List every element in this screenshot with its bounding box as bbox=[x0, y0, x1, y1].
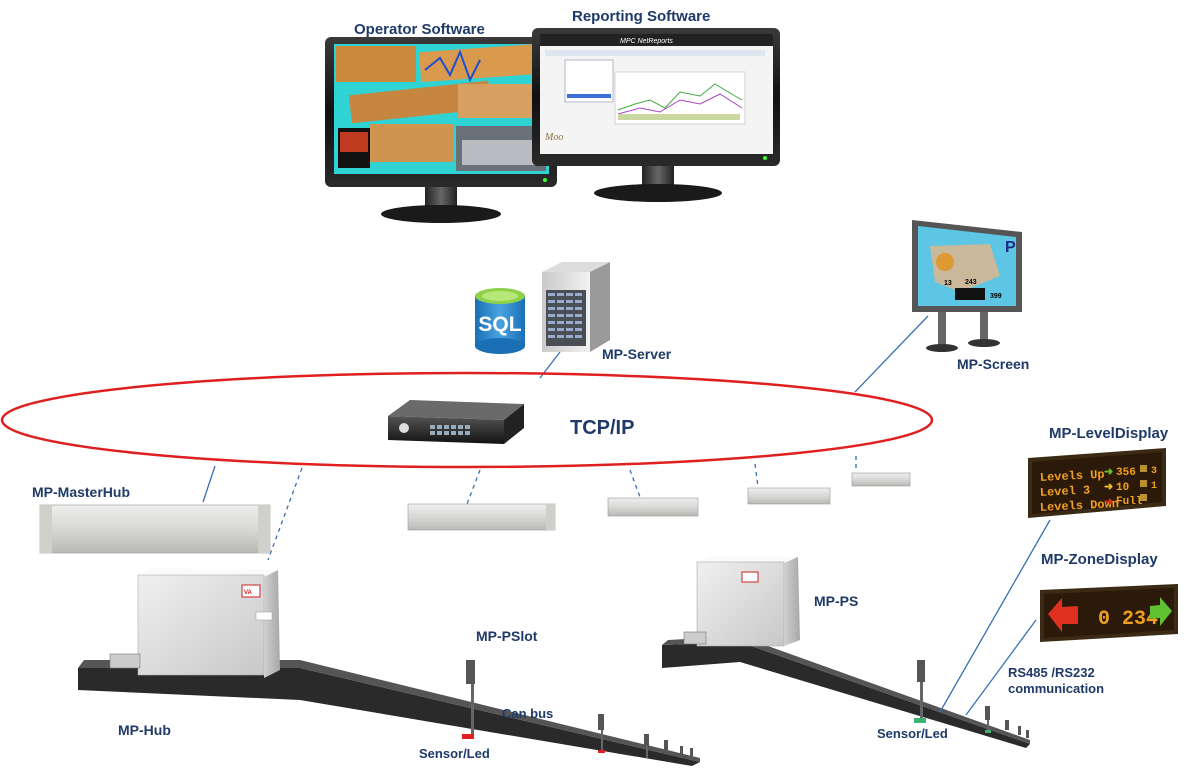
sign-count-3: 399 bbox=[990, 293, 1002, 300]
mp-zonedisplay-label: MP-ZoneDisplay bbox=[1041, 551, 1158, 568]
server-icon bbox=[542, 262, 610, 352]
ps-sensor-small-2 bbox=[1005, 720, 1029, 738]
sign-letter: P bbox=[1005, 239, 1016, 256]
zone-right-arrow-icon bbox=[1150, 597, 1172, 626]
mp-ps-box bbox=[683, 556, 800, 647]
sql-database-icon: SQL bbox=[475, 288, 525, 354]
tcp-ip-ring bbox=[0, 371, 934, 469]
sign-count-2: 243 bbox=[965, 279, 977, 286]
can-bus-cable-right bbox=[662, 636, 1030, 748]
rack-unit-4 bbox=[747, 487, 831, 505]
arrow-right-icon: ➜ bbox=[1104, 481, 1113, 493]
network-switch bbox=[388, 400, 524, 444]
ps-sensor-main bbox=[914, 660, 926, 723]
operator-software-label: Operator Software bbox=[354, 21, 485, 38]
rs485-label-line1: RS485 /RS232 bbox=[1008, 665, 1095, 680]
level-row2-label: Level 3 bbox=[1039, 483, 1090, 500]
level-display-panel: Levels Up Level 3 Levels Down ➜ ➜ ➜ 356 … bbox=[1028, 448, 1166, 518]
mp-ps-label: MP-PS bbox=[814, 593, 858, 609]
rack-unit-5 bbox=[851, 472, 911, 487]
sql-label: SQL bbox=[478, 313, 521, 336]
level-row1-label: Levels Up bbox=[1039, 468, 1104, 485]
sensor-led-right-label: Sensor/Led bbox=[877, 726, 948, 741]
tcp-ip-label: TCP/IP bbox=[570, 417, 634, 439]
reporting-software-label: Reporting Software bbox=[572, 8, 710, 25]
mp-hub-label: MP-Hub bbox=[118, 722, 171, 738]
connection-lines bbox=[202, 315, 929, 561]
pslot-sensor-small-2 bbox=[644, 734, 649, 758]
arrow-down-icon: ➜ bbox=[1104, 496, 1113, 508]
level-row3-label: Levels Down bbox=[1039, 497, 1119, 515]
zone-display-value: 0 234 bbox=[1098, 608, 1158, 631]
mp-leveldisplay-label: MP-LevelDisplay bbox=[1049, 425, 1169, 442]
reporting-monitor: MPC NetReports Moo bbox=[532, 28, 780, 202]
mp-pslot-label: MP-PSlot bbox=[476, 628, 538, 644]
mp-server-label: MP-Server bbox=[602, 346, 672, 362]
can-bus-cable-left bbox=[78, 660, 700, 766]
svg-text:VA: VA bbox=[244, 590, 253, 596]
zone-left-arrow-icon bbox=[1048, 598, 1078, 632]
level-row1-side: 3 bbox=[1151, 466, 1157, 477]
sign-count-1: 13 bbox=[944, 280, 952, 287]
svg-text:Moo: Moo bbox=[544, 132, 563, 143]
rack-unit-2 bbox=[407, 503, 556, 531]
rs485-label-line2: communication bbox=[1008, 681, 1104, 696]
masterhub-rack bbox=[39, 504, 271, 554]
netreports-title: MPC NetReports bbox=[620, 38, 673, 45]
arrow-up-icon: ➜ bbox=[1104, 466, 1113, 478]
zone-display-panel: 0 234 bbox=[1040, 584, 1178, 642]
operator-monitor bbox=[325, 37, 557, 223]
level-row3-value: Full bbox=[1116, 496, 1143, 508]
mp-screen-label: MP-Screen bbox=[957, 356, 1029, 372]
pslot-sensor-small-1 bbox=[598, 714, 605, 753]
rack-unit-3 bbox=[607, 497, 699, 517]
mp-hub-box: VA bbox=[109, 568, 280, 678]
sensor-led-left-label: Sensor/Led bbox=[419, 746, 490, 761]
mp-masterhub-label: MP-MasterHub bbox=[32, 484, 130, 500]
level-row2-value: 10 bbox=[1116, 482, 1129, 494]
level-row2-side: 1 bbox=[1151, 481, 1157, 492]
pslot-sensor-main bbox=[462, 660, 475, 739]
level-row1-value: 356 bbox=[1116, 467, 1136, 479]
pslot-sensor-small-3 bbox=[664, 740, 693, 756]
ps-sensor-small-1 bbox=[985, 706, 991, 733]
can-bus-label: Can bus bbox=[502, 706, 553, 721]
rs485-lines bbox=[939, 519, 1051, 716]
mp-screen-sign: P 13 243 399 bbox=[912, 220, 1022, 352]
